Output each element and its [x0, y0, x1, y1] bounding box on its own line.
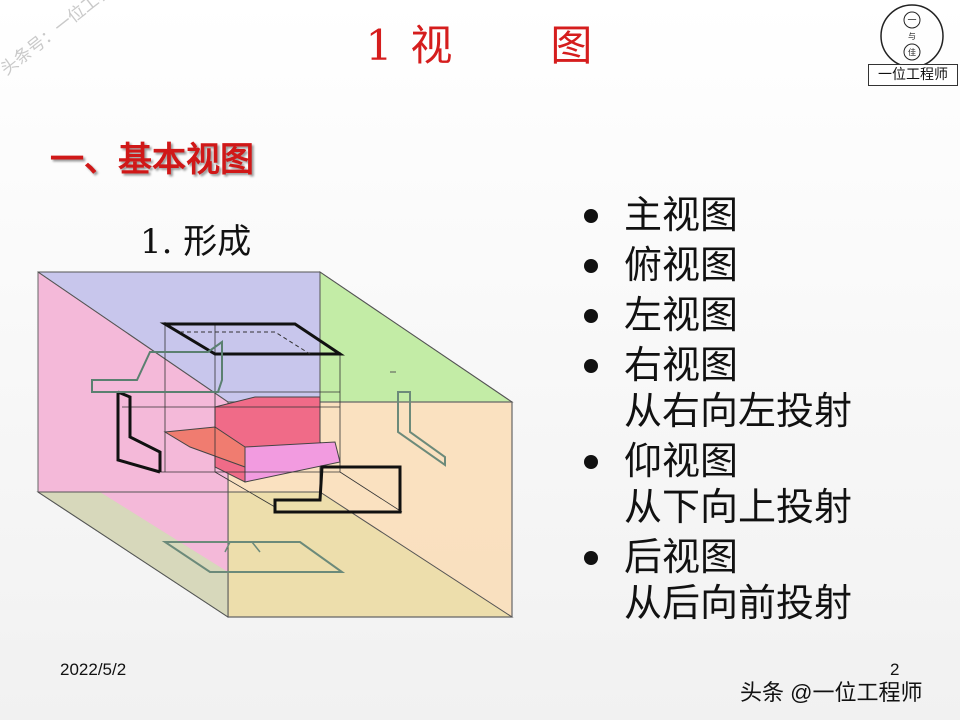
- view-label: 俯视图: [624, 243, 739, 287]
- source-watermark: 头条 @一位工程师: [740, 680, 923, 705]
- title-number: 1: [365, 21, 395, 70]
- list-item: 俯视图: [578, 242, 852, 288]
- list-item: 右视图从右向左投射: [578, 342, 852, 434]
- view-label: 仰视图: [624, 439, 739, 483]
- bullet-dot-icon: [584, 551, 598, 565]
- svg-text:与: 与: [908, 32, 916, 41]
- list-item: 主视图: [578, 192, 852, 238]
- slide-date: 2022/5/2: [60, 660, 127, 679]
- logo-caption: 一位工程师: [868, 64, 958, 86]
- view-label: 左视图: [624, 293, 739, 337]
- title-char-2: 图: [550, 21, 595, 70]
- bullet-dot-icon: [584, 209, 598, 223]
- view-list: 主视图 俯视图 左视图 右视图从右向左投射 仰视图从下向上投射 后视图从后向前投…: [578, 192, 852, 630]
- view-label: 右视图: [624, 343, 739, 387]
- page-number: 2: [890, 660, 900, 679]
- list-item: 仰视图从下向上投射: [578, 438, 852, 530]
- view-detail: 从后向前投射: [624, 581, 853, 625]
- subheading: 1. 形成: [140, 222, 252, 262]
- section-heading: 一、基本视图: [50, 140, 254, 180]
- bullet-dot-icon: [584, 309, 598, 323]
- svg-text:佳: 佳: [908, 47, 916, 57]
- list-item: 左视图: [578, 292, 852, 338]
- view-label: 后视图: [624, 535, 739, 579]
- bullet-dot-icon: [584, 455, 598, 469]
- view-detail: 从下向上投射: [624, 485, 853, 529]
- title-char-1: 视: [410, 21, 455, 70]
- view-label: 主视图: [624, 193, 739, 237]
- list-item: 后视图从后向前投射: [578, 534, 852, 626]
- svg-text:一: 一: [907, 16, 916, 26]
- projection-box-diagram: [36, 271, 514, 618]
- logo-emblem-icon: 一 与 佳: [880, 4, 944, 68]
- view-detail: 从右向左投射: [624, 389, 853, 433]
- bullet-dot-icon: [584, 259, 598, 273]
- bullet-dot-icon: [584, 359, 598, 373]
